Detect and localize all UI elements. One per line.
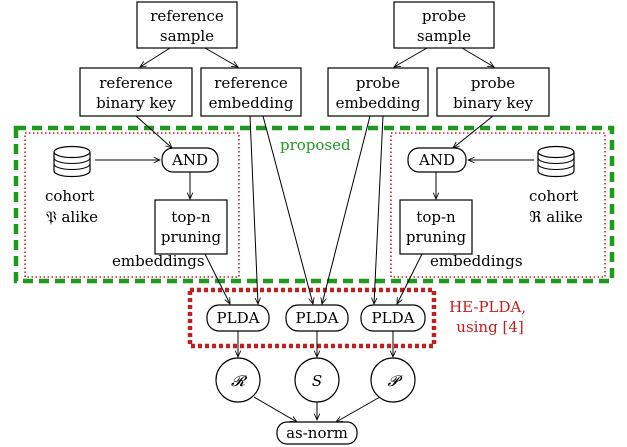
cohort-right-region xyxy=(390,132,606,278)
plda-node-1: PLDA xyxy=(206,304,270,332)
svg-text:AND: AND xyxy=(418,151,455,169)
svg-text:PLDA: PLDA xyxy=(296,309,339,327)
score-p-node: 𝓟 xyxy=(370,357,416,403)
cohort-left-database-icon xyxy=(53,145,91,178)
and-left-node: AND xyxy=(161,147,219,173)
svg-text:𝑆: 𝑆 xyxy=(312,372,322,390)
edges xyxy=(95,47,534,422)
score-s-node: 𝑆 xyxy=(294,357,340,403)
embeddings-left-label: embeddings xyxy=(112,252,205,270)
cohort-right-label: cohort ℜ alike xyxy=(529,187,583,226)
proposed-region xyxy=(13,125,615,284)
cohort-left-label: cohort 𝔓 alike xyxy=(45,187,99,226)
he-plda-region xyxy=(187,287,437,349)
svg-text:as-norm: as-norm xyxy=(286,424,348,442)
plda-node-3: PLDA xyxy=(360,304,426,332)
score-r-node: 𝓡 xyxy=(215,357,261,403)
svg-text:AND: AND xyxy=(171,151,208,169)
as-norm-node: as-norm xyxy=(276,421,358,445)
svg-text:PLDA: PLDA xyxy=(372,309,415,327)
embeddings-right-label: embeddings xyxy=(430,252,523,270)
and-right-node: AND xyxy=(407,147,467,173)
cohort-left-region xyxy=(24,132,240,278)
svg-text:𝓡: 𝓡 xyxy=(231,372,248,390)
cohort-right-database-icon xyxy=(537,145,575,178)
proposed-label: proposed xyxy=(280,136,351,154)
he-plda-label: HE-PLDA, using [4] xyxy=(449,298,531,336)
plda-node-2: PLDA xyxy=(285,304,349,332)
svg-text:PLDA: PLDA xyxy=(217,309,260,327)
